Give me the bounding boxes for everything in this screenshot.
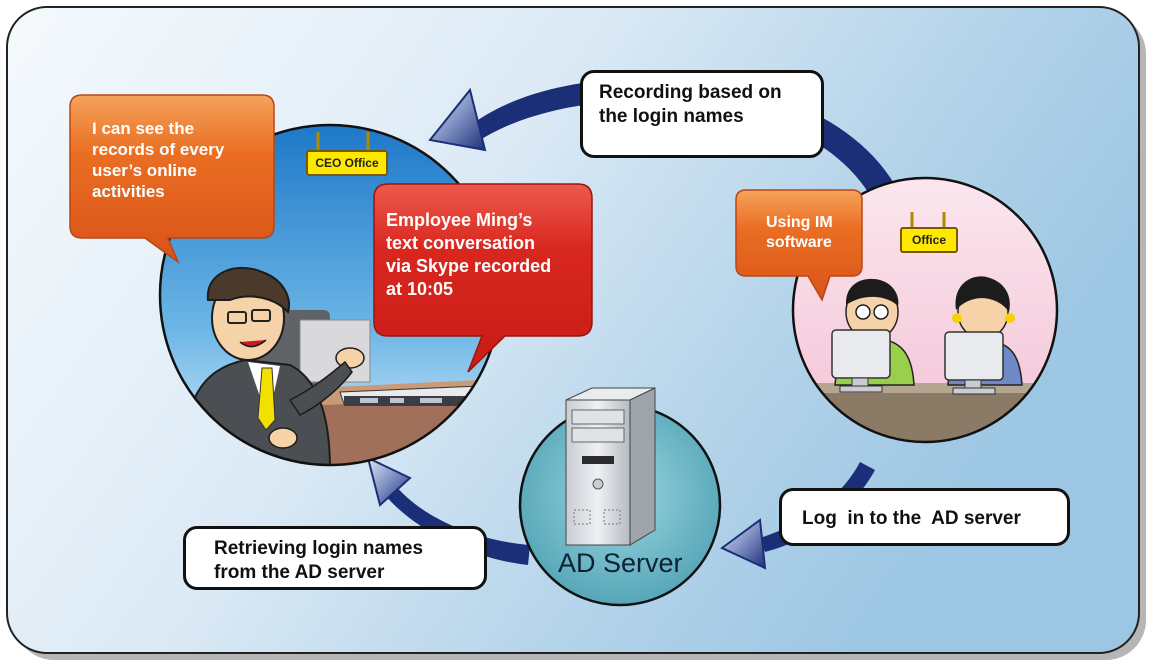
office-sign: Office: [900, 227, 958, 253]
ceo-office-sign: CEO Office: [306, 150, 388, 176]
arrow-head-top: [428, 87, 487, 152]
arrow-head-right: [720, 518, 767, 570]
ceo-bubble-line: user’s online: [92, 161, 197, 180]
im-speech-bubble: [735, 189, 863, 302]
arrow-head-left: [366, 456, 412, 507]
recording-label-line: the login names: [599, 106, 744, 127]
retrieving-label-line: Retrieving login names: [214, 538, 424, 559]
arrow-bottom-left: [366, 456, 530, 565]
ceo-character-icon: [178, 266, 365, 465]
im-bubble-line: software: [766, 234, 832, 251]
employee-record-bubble: [373, 183, 593, 373]
im-bubble-text: Using IM software: [766, 213, 833, 253]
retrieving-label-box: Retrieving login names from the AD serve…: [183, 526, 487, 590]
recording-label-line: Recording based on: [599, 82, 782, 103]
network-appliance-icon: [339, 385, 485, 406]
employee-bubble-line: via Skype recorded: [386, 256, 552, 276]
recording-label-box: Recording based on the login names: [580, 70, 824, 158]
employee-bubble-line: Employee Ming’s: [386, 210, 533, 230]
retrieving-label-line: from the AD server: [214, 562, 385, 583]
ceo-bubble-text: I can see the records of every user’s on…: [92, 118, 224, 202]
ceo-speech-bubble: [69, 94, 275, 265]
monitor-icon: [831, 329, 891, 393]
ceo-bubble-line: activities: [92, 182, 165, 201]
employee-bubble-line: at 10:05: [386, 279, 454, 299]
ad-server-scene: [518, 387, 722, 607]
employee-bubble-text: Employee Ming’s text conversation via Sk…: [386, 209, 551, 301]
tower-server-icon: [565, 387, 656, 546]
im-bubble-line: Using IM: [766, 214, 833, 231]
monitor-icon: [944, 331, 1004, 395]
ad-server-label: AD Server: [558, 548, 683, 578]
login-label-box: Log in to the AD server: [779, 488, 1070, 546]
ceo-bubble-line: records of every: [92, 140, 225, 159]
ceo-bubble-line: I can see the: [92, 119, 195, 138]
employee-bubble-line: text conversation: [386, 233, 536, 253]
